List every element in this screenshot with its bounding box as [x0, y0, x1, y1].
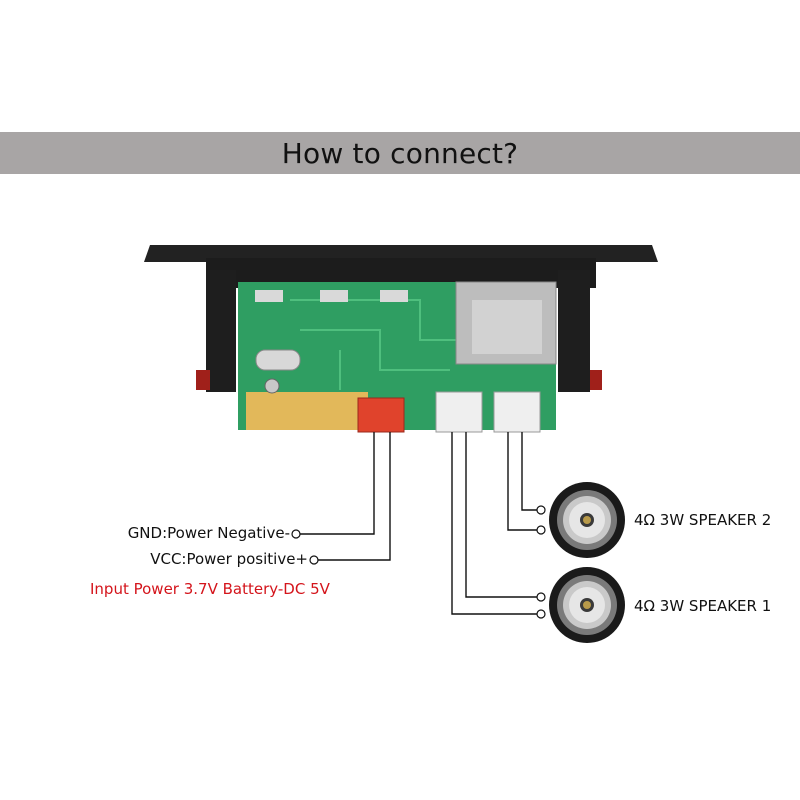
mp3-module — [144, 245, 658, 433]
speaker-connector-2 — [493, 391, 541, 433]
side-clip-left — [196, 370, 210, 390]
power-connector — [357, 397, 405, 433]
sd-card-slot-inner — [472, 300, 542, 354]
terminal-gnd — [291, 529, 301, 539]
speaker-2-label: 4Ω 3W SPEAKER 2 — [634, 511, 772, 529]
terminal-speaker1-neg — [536, 609, 546, 619]
terminal-speaker1-pos — [536, 592, 546, 602]
side-clip-right — [590, 370, 602, 390]
terminals — [291, 505, 546, 619]
vcc-label: VCC:Power positive+ — [150, 550, 308, 568]
speaker-2-icon — [549, 482, 625, 558]
speaker-connector-1 — [435, 391, 483, 433]
input-power-label: Input Power 3.7V Battery-DC 5V — [90, 580, 330, 598]
wiring — [300, 432, 538, 615]
wire-vcc — [318, 432, 391, 561]
wire-gnd — [300, 432, 375, 535]
pcb-gold-edge — [246, 392, 368, 430]
page-title: How to connect? — [281, 136, 519, 170]
gnd-label: GND:Power Negative- — [127, 524, 290, 542]
crystal — [255, 349, 301, 371]
speaker-1-label: 4Ω 3W SPEAKER 1 — [634, 597, 772, 615]
pcb-trace — [300, 329, 450, 371]
wire-speaker1-b — [465, 432, 538, 598]
speaker-1-icon — [549, 567, 625, 643]
wire-speaker1-a — [451, 432, 538, 615]
bezel-right-post — [558, 270, 590, 392]
wire-speaker2-a — [507, 432, 538, 531]
bezel-left-post — [206, 270, 236, 392]
chip — [320, 290, 348, 302]
chip — [255, 290, 283, 302]
chip — [380, 290, 408, 302]
bezel-top — [144, 245, 658, 262]
terminal-speaker2-pos — [536, 505, 546, 515]
terminal-vcc — [309, 555, 319, 565]
mount-hole — [264, 378, 280, 394]
title-banner: How to connect? — [0, 132, 800, 174]
wire-speaker2-b — [521, 432, 538, 511]
terminal-speaker2-neg — [536, 525, 546, 535]
